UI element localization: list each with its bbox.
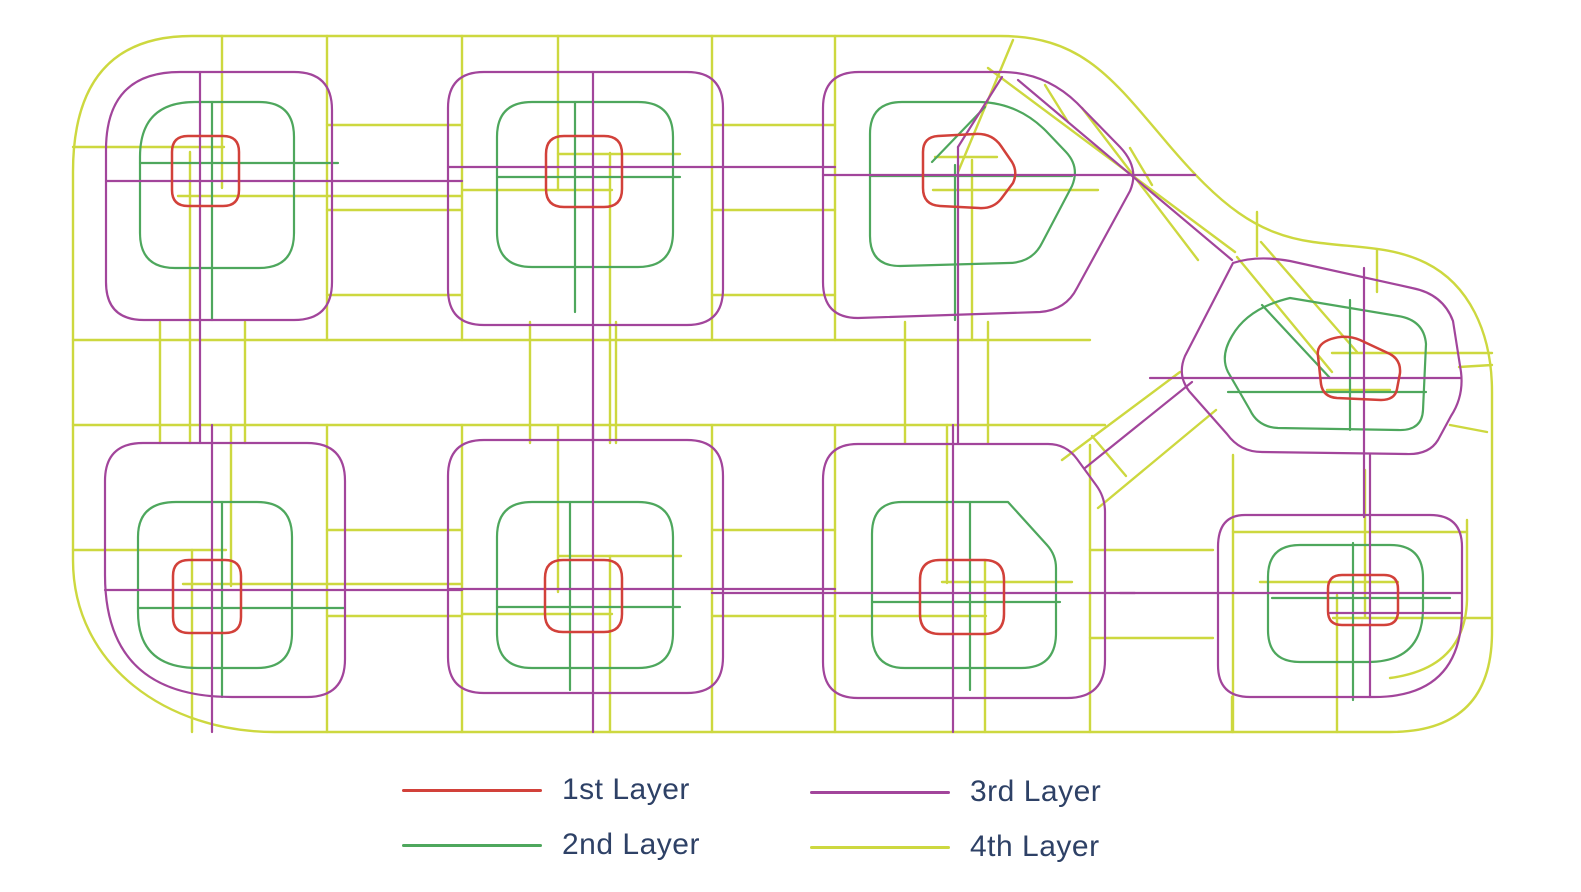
layer4-line (1060, 370, 1182, 462)
layer1-outline (918, 558, 1006, 636)
layer2-outline (138, 100, 296, 270)
layer3-line (1016, 78, 1234, 262)
layer4-line (956, 38, 1015, 174)
layer3-outline (821, 70, 1135, 320)
layer1-outline (1326, 573, 1400, 627)
layer2-outline (870, 500, 1058, 670)
layer3-lines-group (103, 70, 1464, 734)
layer1-lines-group (170, 132, 1402, 636)
layer1-outline (544, 134, 624, 209)
layer1-outline (1316, 335, 1402, 402)
layer2-outline (868, 100, 1077, 268)
layer4-line (1448, 423, 1489, 434)
layer2-outline (136, 500, 294, 670)
layer4-lines-group (71, 34, 1494, 734)
layer1-outline (171, 558, 243, 635)
layer4-outline (1388, 518, 1469, 680)
layer2-outline (1223, 296, 1428, 432)
layer4-line (1259, 240, 1359, 354)
layer3-outline (1180, 257, 1463, 456)
layer4-outline (71, 34, 1494, 734)
layer1-outline (170, 134, 241, 208)
layer2-outline (1266, 543, 1425, 664)
layer3-outline (821, 442, 1107, 700)
layer1-outline (543, 558, 624, 634)
layer1-outline (921, 132, 1017, 210)
layer3-outline (103, 441, 347, 699)
layer4-line (1096, 408, 1218, 510)
layer4-line (1235, 255, 1334, 374)
layer3-line (1083, 380, 1194, 470)
layer3-outline (1216, 513, 1464, 699)
layer2-outline (495, 500, 675, 670)
layer4-line (1090, 434, 1128, 478)
layer3-outline (104, 70, 334, 322)
layer3-outline (446, 438, 725, 695)
layer2-outline (495, 100, 675, 269)
layer4-line (1457, 363, 1494, 369)
layer4-line (1043, 83, 1070, 124)
layer3-outline (446, 70, 725, 327)
layer4-line (1128, 146, 1154, 187)
